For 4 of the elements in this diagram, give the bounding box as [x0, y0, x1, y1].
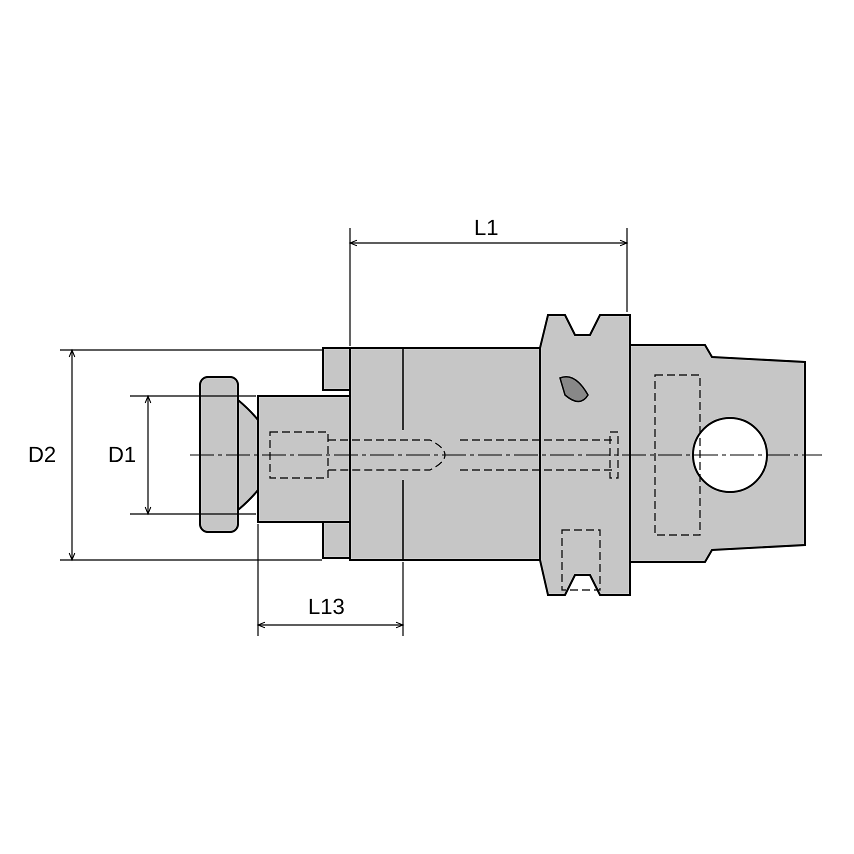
dimension-label: L13	[308, 595, 345, 619]
dimension-label: D1	[108, 443, 136, 467]
dimension-label: D2	[28, 443, 56, 467]
dimension-label: L1	[474, 216, 498, 240]
